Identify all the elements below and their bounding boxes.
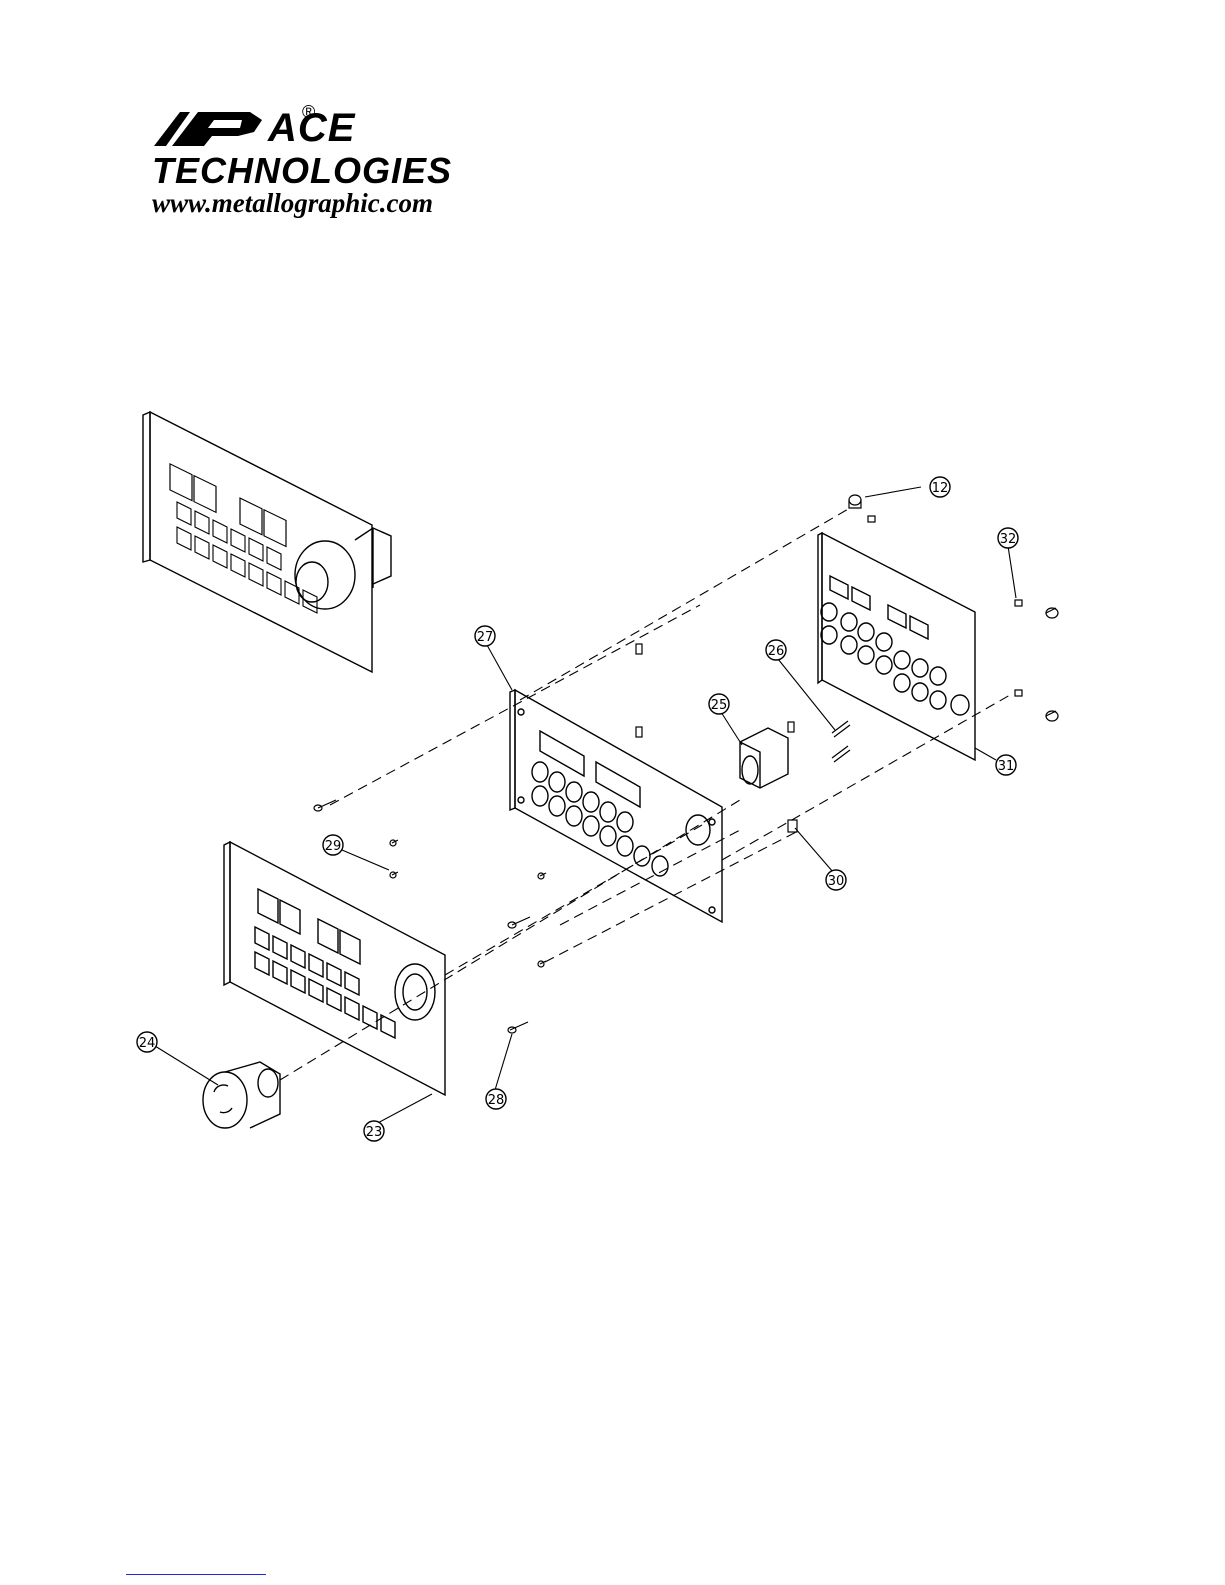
callout-30: 30: [828, 874, 845, 889]
emergency-stop-button-24: [203, 1062, 280, 1128]
callout-23: 23: [366, 1125, 383, 1140]
callout-24: 24: [139, 1036, 156, 1051]
callout-12: 12: [932, 481, 949, 496]
assembled-panel-view: [143, 412, 391, 672]
callout-32: 32: [1000, 532, 1017, 547]
callout-31: 31: [998, 759, 1015, 774]
front-overlay-23: [224, 842, 445, 1095]
callout-29: 29: [325, 839, 342, 854]
callout-26: 26: [768, 644, 785, 659]
callout-25: 25: [711, 698, 728, 713]
callout-28: 28: [488, 1093, 505, 1108]
contact-block-25: [740, 728, 788, 788]
callout-27: 27: [477, 630, 494, 645]
footer-divider: [126, 1574, 266, 1575]
